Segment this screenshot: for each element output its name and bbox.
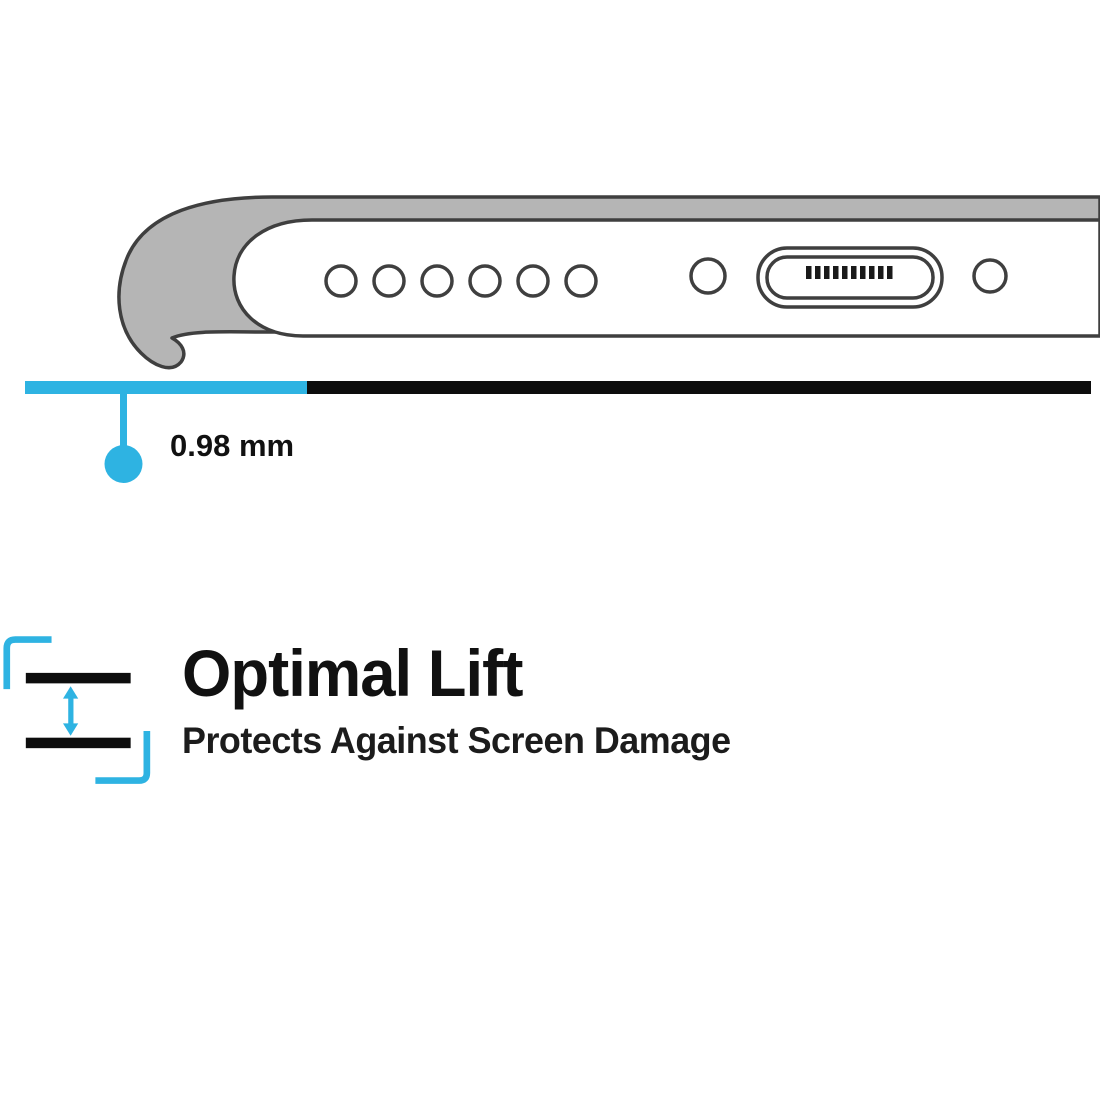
- speaker-hole: [324, 264, 358, 298]
- measurement-point: [104, 445, 143, 483]
- port-outer-outline: [756, 246, 944, 309]
- speaker-hole: [468, 264, 502, 298]
- port-pins: [806, 266, 893, 279]
- measurement-line-accent-segment: [25, 381, 307, 394]
- measurement-line-black-segment: [307, 381, 1091, 394]
- top-surface-bar: [25, 672, 131, 684]
- phone-bottom-edge-diagram: [25, 195, 1100, 483]
- measurement-line: [25, 381, 1091, 483]
- screw-hole-left: [689, 257, 727, 295]
- speaker-hole: [516, 264, 550, 298]
- bracket-top-left-icon: [3, 636, 52, 690]
- phone-body: [232, 218, 1100, 338]
- feature-block: Optimal Lift Protects Against Screen Dam…: [0, 626, 1100, 826]
- measurement-connector: [120, 392, 127, 448]
- screw-hole-right: [972, 258, 1008, 294]
- measurement-label: 0.98 mm: [170, 428, 295, 463]
- feature-subtitle: Protects Against Screen Damage: [182, 720, 731, 761]
- feature-title: Optimal Lift: [182, 636, 523, 710]
- double-arrow-icon: [62, 686, 79, 736]
- bottom-surface-bar: [25, 737, 131, 749]
- lift-gap-icon: [3, 636, 151, 784]
- bracket-bottom-right-icon: [95, 731, 151, 784]
- port-inner-outline: [765, 255, 935, 300]
- speaker-hole: [564, 264, 598, 298]
- speaker-holes: [324, 264, 598, 298]
- charging-port: [756, 246, 944, 309]
- speaker-hole: [420, 264, 454, 298]
- feature-text: Optimal Lift Protects Against Screen Dam…: [182, 640, 748, 759]
- speaker-hole: [372, 264, 406, 298]
